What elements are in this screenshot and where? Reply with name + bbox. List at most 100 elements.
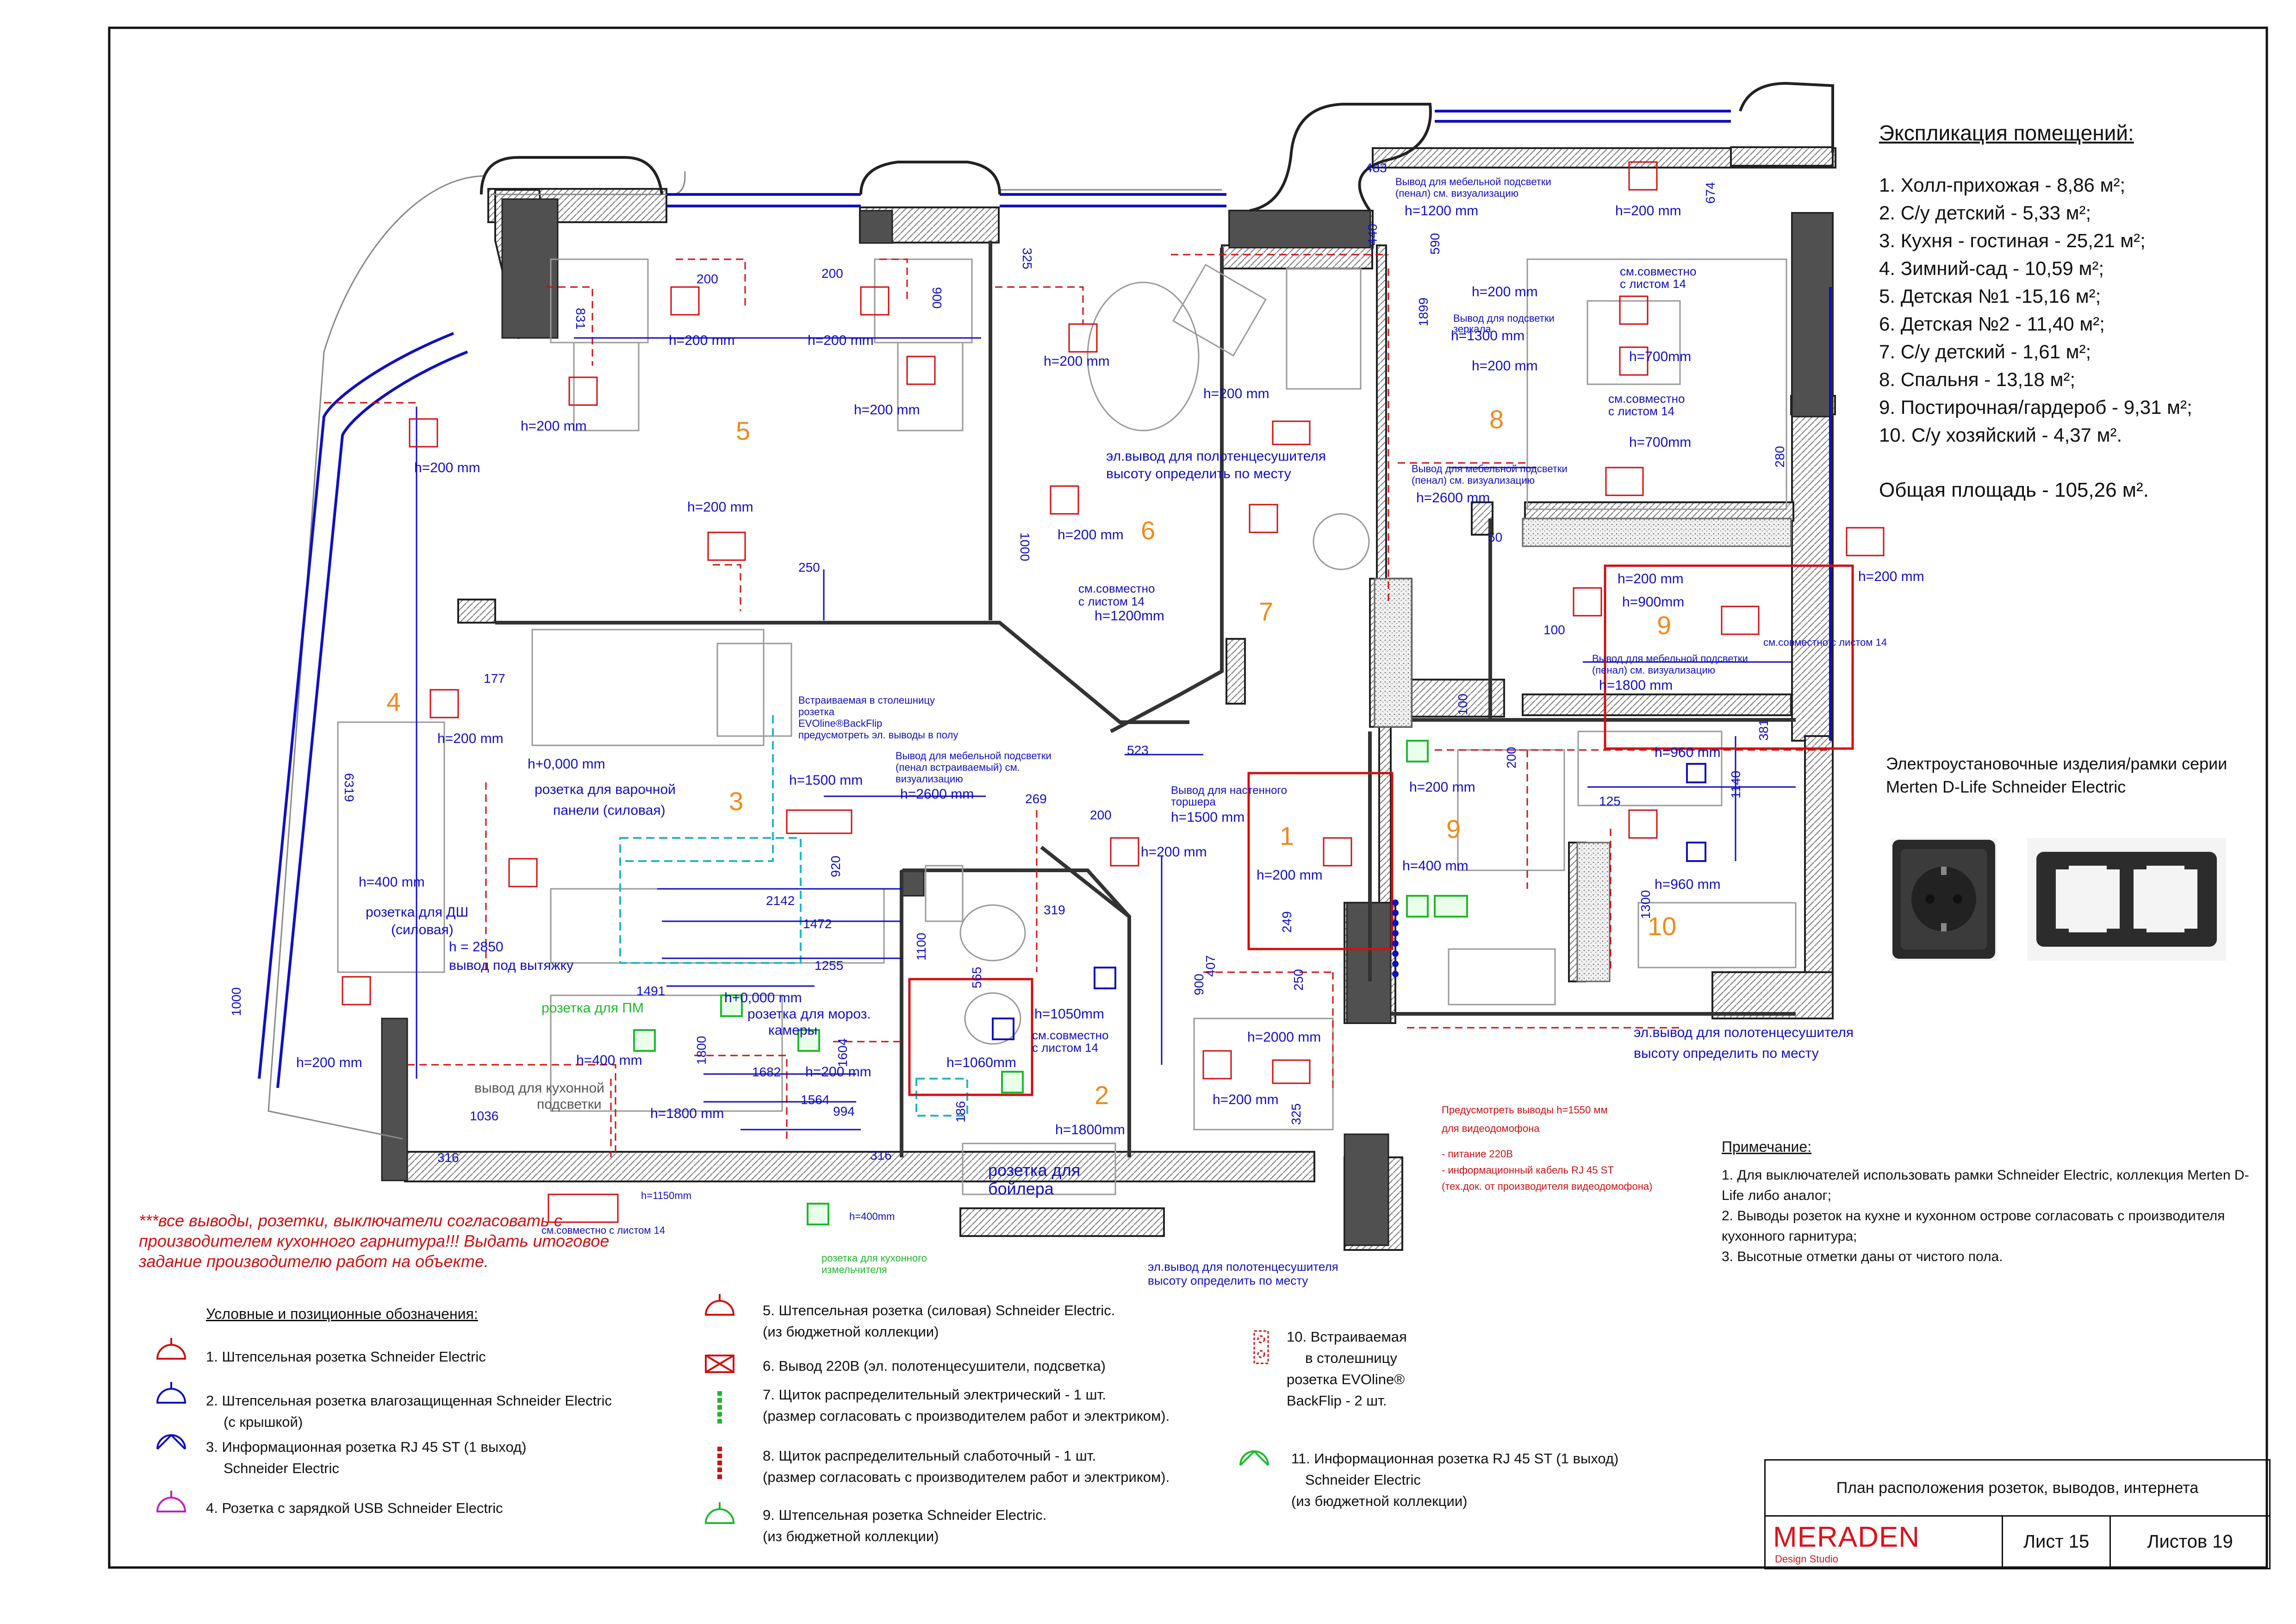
height-label: h=200 mm xyxy=(1257,868,1323,883)
cable-lines-red xyxy=(324,254,1833,1157)
annotation: измельчителя xyxy=(821,1264,887,1275)
dimension: 1472 xyxy=(803,917,832,931)
dimension: 1000 xyxy=(1018,532,1032,561)
height-label: h=200 mm xyxy=(669,333,735,348)
height-label: h=700mm xyxy=(1629,435,1691,450)
height-label: h=200 mm xyxy=(1409,780,1475,795)
annotation: (пенал) см. визуализацию xyxy=(1412,475,1535,486)
dimension: 1800 xyxy=(694,1036,709,1065)
room-number: 2 xyxy=(1095,1081,1109,1110)
annotation: высоту определить по месту xyxy=(1106,466,1291,481)
lowvoltage-panel-icon xyxy=(717,1447,722,1479)
annotation: с листом 14 xyxy=(1078,594,1145,608)
dimension: 994 xyxy=(833,1104,855,1118)
height-label: h=200 mm xyxy=(1058,527,1124,543)
height-label: h=200 mm xyxy=(296,1055,362,1070)
dimension: 177 xyxy=(484,671,505,686)
room-row: 1. Холл-прихожая - 8,86 м²; xyxy=(1879,174,2126,196)
height-label: h=200 mm xyxy=(437,731,504,746)
height-label: h=960 mm xyxy=(1655,745,1721,760)
dimension: 319 xyxy=(1044,903,1065,917)
legend-item: 1. Штепсельная розетка Schneider Electri… xyxy=(206,1349,486,1365)
note-item: 1. Для выключателей использовать рамки S… xyxy=(1722,1168,2249,1203)
socket-markers xyxy=(342,161,1885,1223)
height-label: h=700mm xyxy=(1629,349,1691,364)
dimension: 920 xyxy=(828,856,843,877)
room-row: 5. Детская №1 -15,16 м²; xyxy=(1879,285,2101,307)
waterproof-socket-icon xyxy=(156,1382,187,1404)
annotation: розетка для варочной xyxy=(535,782,676,797)
annotation: эл.вывод для полотенцесушителя xyxy=(1634,1025,1854,1040)
annotation: см.совместно xyxy=(1078,581,1155,595)
partitions xyxy=(495,241,1796,1157)
legend-item: 8. Щиток распределительный слаботочный -… xyxy=(763,1448,1170,1485)
dimension: 590 xyxy=(1428,233,1442,255)
annotation: Вывод для мебельной подсветки xyxy=(1395,176,1551,187)
rj45-budget-icon xyxy=(1239,1450,1269,1466)
dimension: 250 xyxy=(1291,969,1306,991)
annotation: розетка xyxy=(798,706,835,718)
annotation: Вывод для мебельной подсветки xyxy=(1412,463,1568,475)
legend-item: 9. Штепсельная розетка Schneider Electri… xyxy=(763,1507,1047,1544)
height-label: h=900mm xyxy=(1622,594,1684,610)
height-label: h=1500 mm xyxy=(1171,810,1244,825)
dimension: 100 xyxy=(1543,623,1565,637)
dimension: 2142 xyxy=(766,893,795,908)
annotation: вывод под вытяжку xyxy=(449,958,573,973)
room-number: 9 xyxy=(1446,814,1461,843)
rj45-socket-icon xyxy=(156,1434,186,1450)
height-label: h=2600 mm xyxy=(1416,490,1490,506)
room-row: 4. Зимний-сад - 10,59 м²; xyxy=(1879,257,2104,279)
legend-title: Условные и позиционные обозначения: xyxy=(206,1305,478,1322)
annotation: камеры xyxy=(768,1023,817,1038)
dimension: 186 xyxy=(953,1101,968,1123)
annotation: розетка для ПМ xyxy=(541,1000,644,1016)
legend-item: 2. Штепсельная розетка влагозащищенная S… xyxy=(206,1393,612,1430)
height-label: h=200 mm xyxy=(521,418,587,434)
annotation: подсветки xyxy=(537,1097,602,1112)
dimension: 6319 xyxy=(342,773,356,802)
height-label: h=200 mm xyxy=(854,402,920,418)
dimension: 316 xyxy=(437,1150,459,1165)
dimension: 674 xyxy=(1703,182,1717,204)
room-number: 6 xyxy=(1141,516,1155,545)
evoline-socket-icon xyxy=(1253,1330,1269,1364)
height-label: h=200 mm xyxy=(1472,284,1538,300)
dimension: 1899 xyxy=(1416,298,1431,326)
dimension: 900 xyxy=(1192,974,1206,995)
annotation: эл.вывод для полотенцесушителя xyxy=(1148,1260,1338,1274)
furniture xyxy=(337,258,1797,1195)
annotation: панели (силовая) xyxy=(553,803,666,818)
height-label: h=1050mm xyxy=(1034,1006,1104,1022)
height-label: h=200 mm xyxy=(1141,844,1207,860)
room-row: 8. Спальня - 13,18 м²; xyxy=(1879,369,2076,390)
dimension: 125 xyxy=(1599,794,1621,808)
annotation: визуализацию xyxy=(896,773,963,785)
highlight-frames xyxy=(908,564,1854,1096)
blue-sockets xyxy=(992,763,1706,1040)
dimension: 565 xyxy=(970,967,984,988)
annotation: розетка для ДШ xyxy=(366,905,468,920)
room-row: 3. Кухня - гостиная - 25,21 м²; xyxy=(1879,230,2146,251)
annotation: (силовая) xyxy=(391,922,454,937)
dimension: 1140 xyxy=(1729,771,1743,799)
annotation: (пенал) см. визуализацию xyxy=(1592,664,1715,676)
annotation: высоту определить по месту xyxy=(1634,1046,1819,1061)
annotation: (пенал встраиваемый) см. xyxy=(896,762,1020,773)
annotation: Вывод для настенного xyxy=(1171,784,1287,797)
height-label: h=400 mm xyxy=(1402,858,1468,874)
annotation: см.совместно xyxy=(1608,392,1685,406)
height-label: h=400mm xyxy=(849,1211,895,1222)
height-label: h=200 mm xyxy=(1203,386,1269,401)
dimension: 523 xyxy=(1127,743,1149,757)
explication-title: Экспликация помещений: xyxy=(1879,121,2134,145)
height-label: h+0,000 mm xyxy=(528,756,605,772)
socket-icon xyxy=(1892,840,1995,959)
dimension: 316 xyxy=(870,1148,892,1162)
frame-photo xyxy=(2027,838,2226,961)
annotation: - информационный кабель RJ 45 ST xyxy=(1442,1164,1614,1176)
wardrobes xyxy=(1374,518,1792,982)
room-number: 7 xyxy=(1259,597,1273,626)
